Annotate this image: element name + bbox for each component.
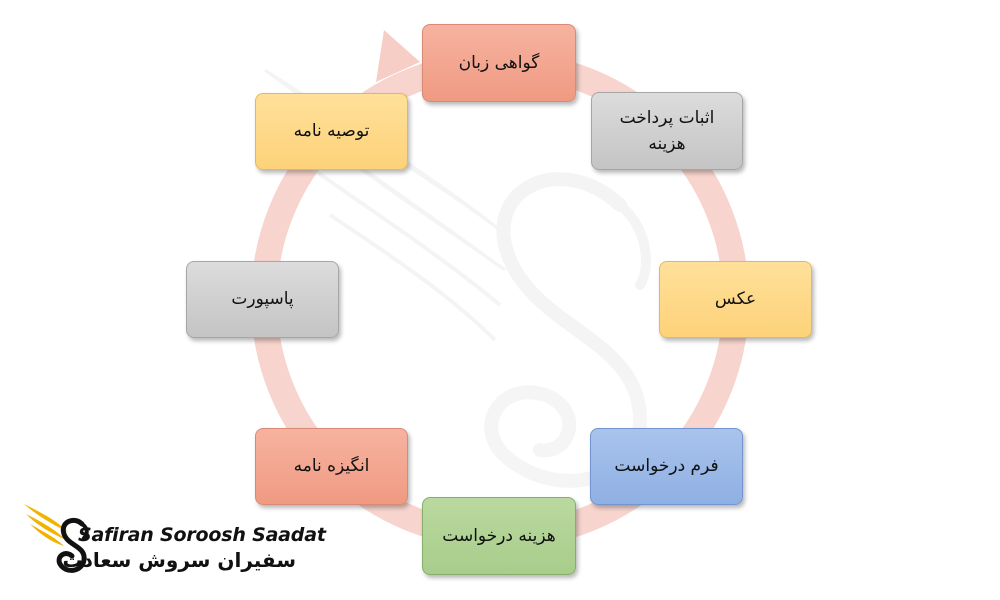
- logo-persian-text: سفیران سروش سعادت: [62, 548, 297, 572]
- node-language-certificate: گواهی زبان: [422, 24, 576, 102]
- node-label: انگیزه نامه: [293, 456, 370, 477]
- node-label: پاسپورت: [231, 289, 294, 310]
- winged-s-logo-icon: [24, 504, 89, 573]
- node-payment-proof: اثبات پرداخت هزینه: [591, 92, 743, 170]
- company-logo: Safiran Soroosh Saadat سفیران سروش سعادت: [20, 492, 326, 582]
- node-application-fee: هزینه درخواست: [422, 497, 576, 575]
- node-photo: عکس: [659, 261, 812, 338]
- node-label: فرم درخواست: [614, 456, 719, 477]
- node-recommendation-letter: توصیه نامه: [255, 93, 408, 170]
- node-label: هزینه درخواست: [442, 525, 556, 546]
- node-motivation-letter: انگیزه نامه: [255, 428, 408, 505]
- node-label: گواهی زبان: [458, 52, 540, 73]
- node-label: توصیه نامه: [293, 121, 370, 142]
- logo-latin-text: Safiran Soroosh Saadat: [78, 524, 326, 546]
- node-application-form: فرم درخواست: [590, 428, 743, 505]
- node-passport: پاسپورت: [186, 261, 339, 338]
- cycle-arrowhead-icon: [376, 30, 420, 82]
- node-label: اثبات پرداخت هزینه: [619, 107, 715, 154]
- node-label: عکس: [714, 289, 757, 310]
